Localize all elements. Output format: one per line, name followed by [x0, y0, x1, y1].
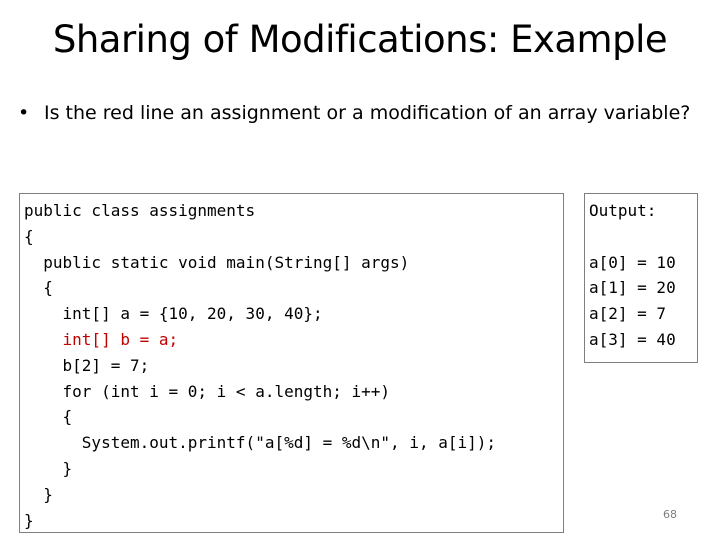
code-line: { [24, 278, 53, 298]
slide-title: Sharing of Modifications: Example [52, 18, 668, 61]
code-line: for (int i = 0; i < a.length; i++) [24, 381, 391, 401]
output-box [584, 193, 698, 363]
output-line: a[2] = 7 [589, 304, 667, 324]
code-line: int[] a = {10, 20, 30, 40}; [24, 304, 323, 324]
output-line: a[0] = 10 [589, 252, 676, 272]
page-number: 68 [663, 508, 677, 521]
code-line: } [24, 458, 73, 478]
bullet-text: Is the red line an assignment or a modif… [44, 102, 691, 124]
code-line: public static void main(String[] args) [24, 252, 410, 272]
code-line: { [24, 407, 73, 427]
code-line: { [24, 226, 34, 246]
bullet-marker: • [18, 102, 30, 124]
code-line: public class assignments [24, 201, 256, 220]
code-line: System.out.printf("a[%d] = %d\n", i, a[i… [24, 433, 497, 453]
output-line: a[1] = 20 [589, 278, 676, 298]
output-line: a[3] = 40 [589, 329, 676, 349]
code-line: } [24, 484, 53, 504]
output-label: Output: [589, 201, 657, 220]
code-line: b[2] = 7; [24, 355, 150, 375]
output-listing: Output: a[0] = 10 a[1] = 20 a[2] = 7 a[3… [589, 198, 676, 353]
code-line-highlighted: int[] b = a; [24, 329, 179, 349]
code-listing: public class assignments { public static… [24, 198, 496, 533]
code-line: } [24, 510, 34, 530]
code-box [19, 193, 564, 533]
bullet-item: • Is the red line an assignment or a modi… [18, 102, 718, 124]
